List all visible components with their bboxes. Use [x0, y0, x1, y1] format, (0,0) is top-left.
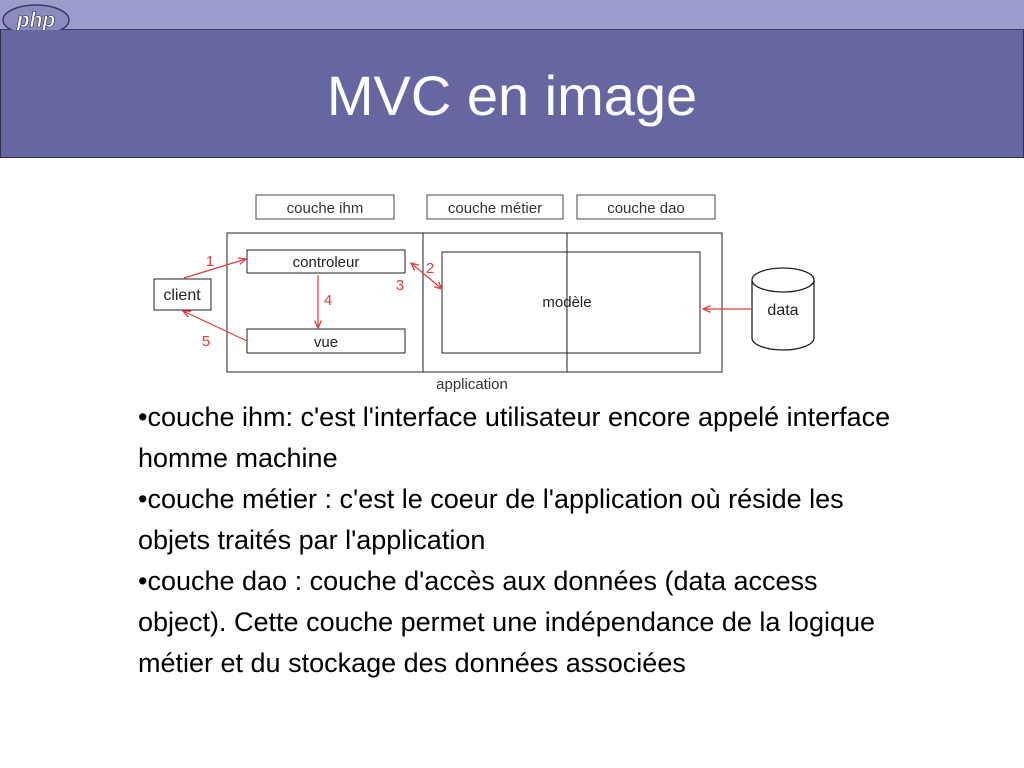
client-label: client [163, 287, 201, 304]
data-store-icon [751, 267, 815, 351]
arrow-controleur-modele [411, 263, 442, 289]
page-title: MVC en image [326, 64, 698, 127]
step-4-label: 4 [324, 292, 332, 309]
step-3-label: 3 [396, 277, 404, 294]
layer-ihm-box [255, 194, 395, 220]
modele-box [441, 251, 701, 354]
description-text: •couche ihm: c'est l'interface utilisate… [138, 397, 898, 684]
layer-metier-label: couche métier [448, 200, 542, 217]
data-label: data [767, 302, 798, 319]
step-2-label: 2 [426, 260, 434, 277]
php-logo: php [2, 4, 70, 36]
layer-ihm-label: couche ihm [287, 200, 364, 217]
layer-dao-box [576, 194, 716, 220]
mvc-diagram: couche ihm couche métier couche dao appl… [153, 194, 815, 393]
arrow-vue-to-client [183, 311, 248, 342]
step-1-label: 1 [206, 253, 214, 270]
layer-metier-box [426, 194, 564, 220]
paragraph-couche-ihm: •couche ihm: c'est l'interface utilisate… [138, 402, 891, 473]
vue-label: vue [314, 334, 338, 351]
top-bar [0, 0, 1024, 30]
header-band [0, 30, 1024, 158]
application-label: application [436, 376, 508, 393]
controleur-label: controleur [293, 254, 360, 271]
layer-dao-label: couche dao [607, 200, 685, 217]
arrow-client-to-controleur [183, 259, 246, 279]
application-box [226, 232, 723, 373]
paragraph-couche-dao: •couche dao : couche d'accès aux données… [138, 566, 876, 678]
php-logo-text: php [16, 9, 56, 32]
client-box [153, 278, 212, 311]
paragraph-couche-metier: •couche métier : c'est le coeur de l'app… [138, 484, 844, 555]
step-5-label: 5 [202, 333, 210, 350]
modele-label: modèle [542, 294, 591, 311]
